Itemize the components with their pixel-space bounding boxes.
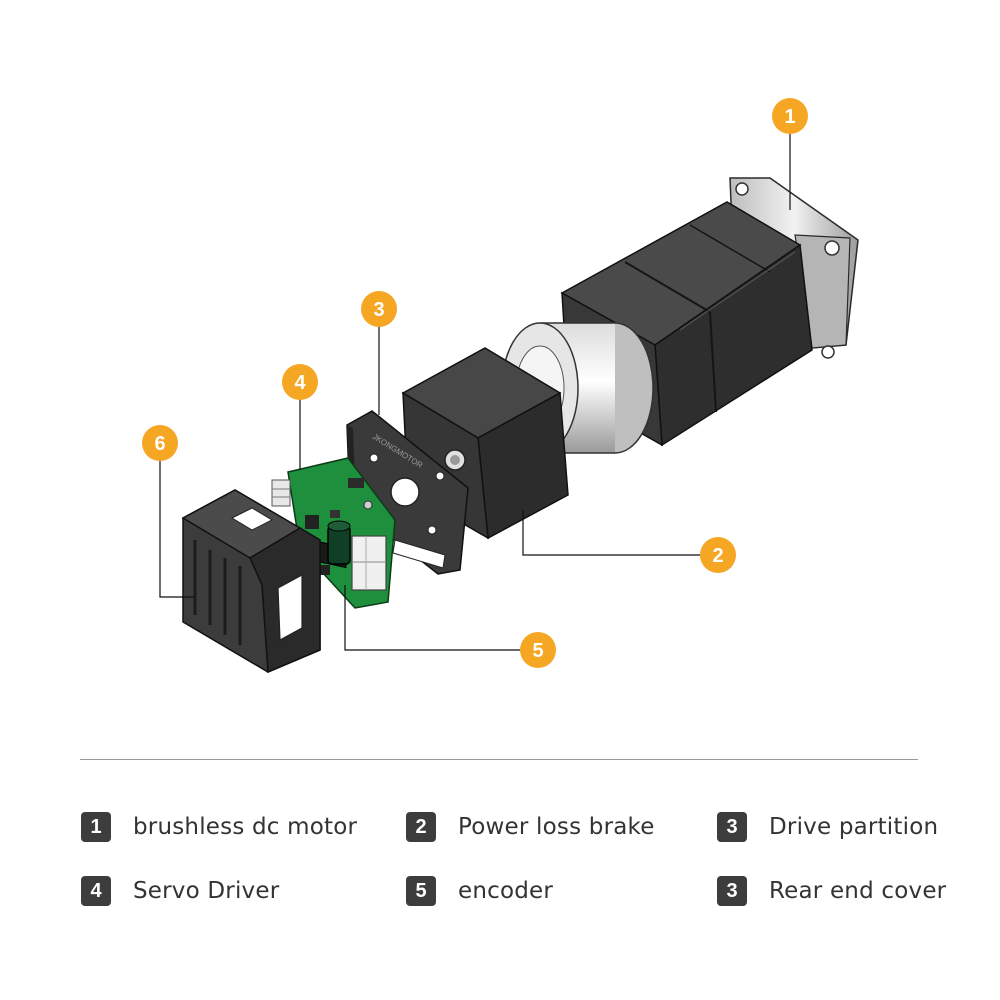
legend-badge-4: 4 [81, 876, 111, 906]
legend-item-4: 4 Servo Driver [81, 876, 279, 906]
legend-badge-1: 1 [81, 812, 111, 842]
legend-label-5: encoder [458, 878, 554, 904]
legend-label-4: Servo Driver [133, 878, 280, 904]
legend-label-6: Rear end cover [769, 878, 947, 904]
callout-2-number: 2 [712, 545, 723, 567]
callout-6-number: 6 [154, 433, 165, 455]
legend-item-2: 2 Power loss brake [406, 812, 655, 842]
legend-badge-6: 3 [717, 876, 747, 906]
callout-5-number: 5 [532, 640, 543, 662]
callout-4: 4 [282, 364, 318, 400]
callout-1: 1 [772, 98, 808, 134]
exploded-motor-diagram: JKONGMOTOR [142, 98, 859, 674]
legend-label-2: Power loss brake [458, 814, 655, 840]
legend-divider [80, 759, 918, 760]
legend-label-3: Drive partition [769, 814, 939, 840]
legend-badge-5: 5 [406, 876, 436, 906]
drive-partition-plate: JKONGMOTOR [346, 410, 469, 575]
callout-5: 5 [520, 632, 556, 668]
encoder-module [318, 520, 387, 591]
legend-badge-3: 3 [717, 812, 747, 842]
callout-4-number: 4 [294, 372, 306, 394]
legend-item-3: 3 Drive partition [717, 812, 938, 842]
legend-item-1: 1 brushless dc motor [81, 812, 357, 842]
legend-badge-2: 2 [406, 812, 436, 842]
callout-3: 3 [361, 291, 397, 327]
legend-item-6: 3 Rear end cover [717, 876, 946, 906]
legend-item-5: 5 encoder [406, 876, 553, 906]
callout-3-number: 3 [373, 299, 384, 321]
leader-lines [159, 130, 791, 651]
motor-body [560, 177, 859, 447]
rear-end-cover [181, 489, 321, 674]
callout-1-number: 1 [784, 106, 795, 128]
legend-label-1: brushless dc motor [133, 814, 358, 840]
callout-2: 2 [700, 537, 736, 573]
callout-6: 6 [142, 425, 178, 461]
